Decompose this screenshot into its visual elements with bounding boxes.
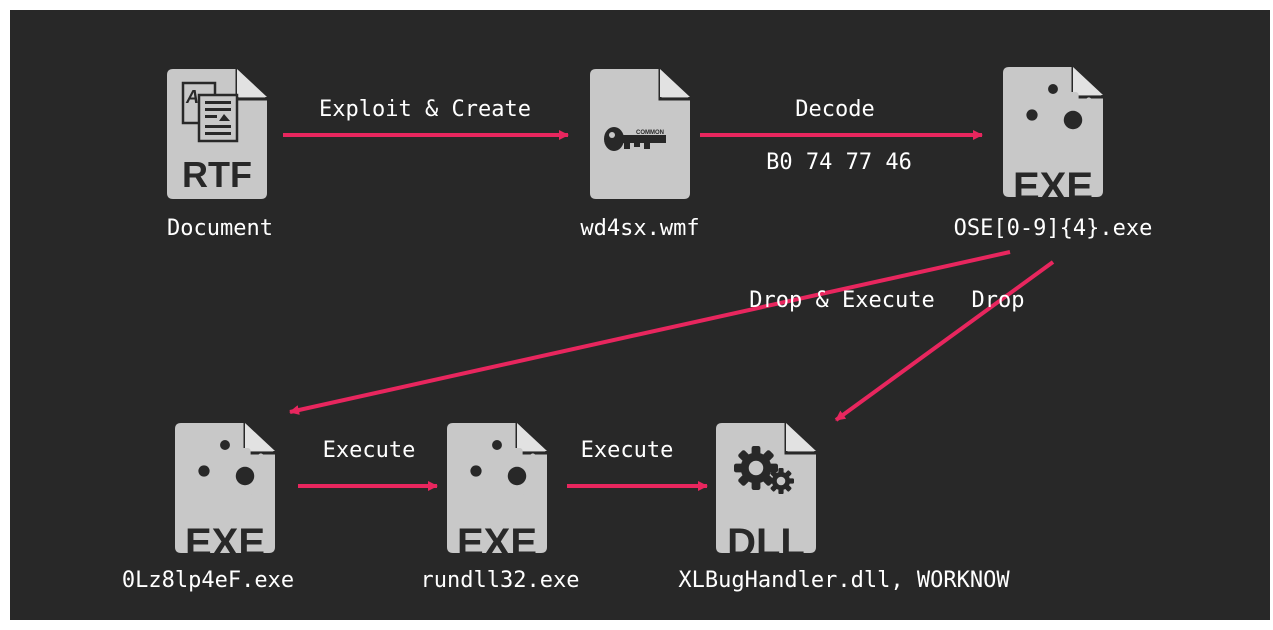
rtf-document-icon: A RTF [167,69,267,199]
dll-file-icon: DLL [716,421,816,565]
node-label-wmf: wd4sx.wmf [580,216,700,241]
edge-label-execute-2: Execute [580,438,674,463]
node-label-ose: OSE[0-9]{4}.exe [953,216,1153,241]
node-label-dll: XLBugHandler.dll, WORKNOW [678,568,1010,593]
svg-text:EXE: EXE [185,521,265,565]
edge-label-decode: Decode [795,97,875,122]
node-label-olz: 0Lz8lp4eF.exe [121,568,295,593]
edge-label-drop: Drop [971,288,1025,313]
svg-text:EXE: EXE [1013,165,1093,209]
ose-exe-icon: EXE [1003,65,1103,209]
node-label-rundll: rundll32.exe [420,568,580,593]
svg-text:EXE: EXE [457,521,537,565]
olz-exe-icon: EXE [175,421,275,565]
edge-label-decode-key: B0 74 77 46 [766,150,912,175]
edge-label-drop-execute: Drop & Execute [749,288,935,313]
rundll-exe-icon: EXE [447,421,547,565]
svg-text:RTF: RTF [182,154,252,195]
key-badge-text: COMMON [636,130,664,136]
diagram-canvas: A RTF COMMON EXE [10,10,1270,620]
svg-text:DLL: DLL [727,521,805,565]
diagram-graphics: A RTF COMMON EXE [167,65,1103,565]
node-label-rtf: Document [167,216,273,241]
arrow-drop-execute [289,250,1011,415]
arrow-drop [834,260,1055,422]
key-file-icon: COMMON [590,69,690,199]
svg-text:A: A [185,87,199,107]
edge-label-execute-1: Execute [322,438,416,463]
edge-label-exploit: Exploit & Create [319,97,531,122]
